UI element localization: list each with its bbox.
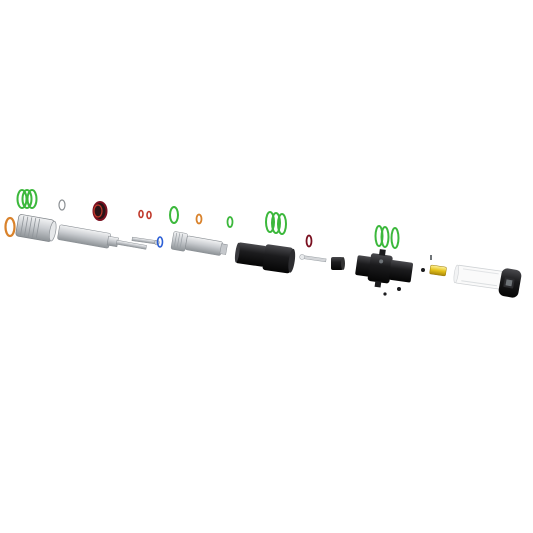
valve-body [355, 249, 414, 288]
metal-fitting [170, 231, 228, 256]
dark-red-cap [92, 201, 108, 221]
green-o-ring-set-left [16, 189, 38, 209]
valve-screw-2 [383, 292, 387, 296]
knurled-nut [15, 214, 57, 242]
end-cap [498, 268, 522, 298]
green-o-ring-mid-left [169, 206, 179, 224]
glass-tube [453, 264, 504, 290]
red-o-ring-pair [138, 209, 152, 220]
spring-pin [299, 254, 327, 263]
orange-o-ring-mid [195, 213, 203, 225]
small-pins [421, 255, 432, 272]
blue-o-ring [156, 236, 164, 248]
brass-insert [429, 264, 447, 277]
valve-screw [397, 287, 401, 291]
dark-red-o-ring [305, 234, 313, 248]
black-bushing [331, 257, 345, 270]
green-o-ring-set-right [374, 225, 400, 249]
piston-rod [57, 224, 147, 250]
wire-ring [58, 199, 66, 211]
cylinder-body [234, 242, 296, 274]
green-o-ring-set-mid [265, 211, 287, 235]
green-o-ring-mid [226, 216, 234, 228]
orange-o-ring-left [4, 216, 16, 238]
